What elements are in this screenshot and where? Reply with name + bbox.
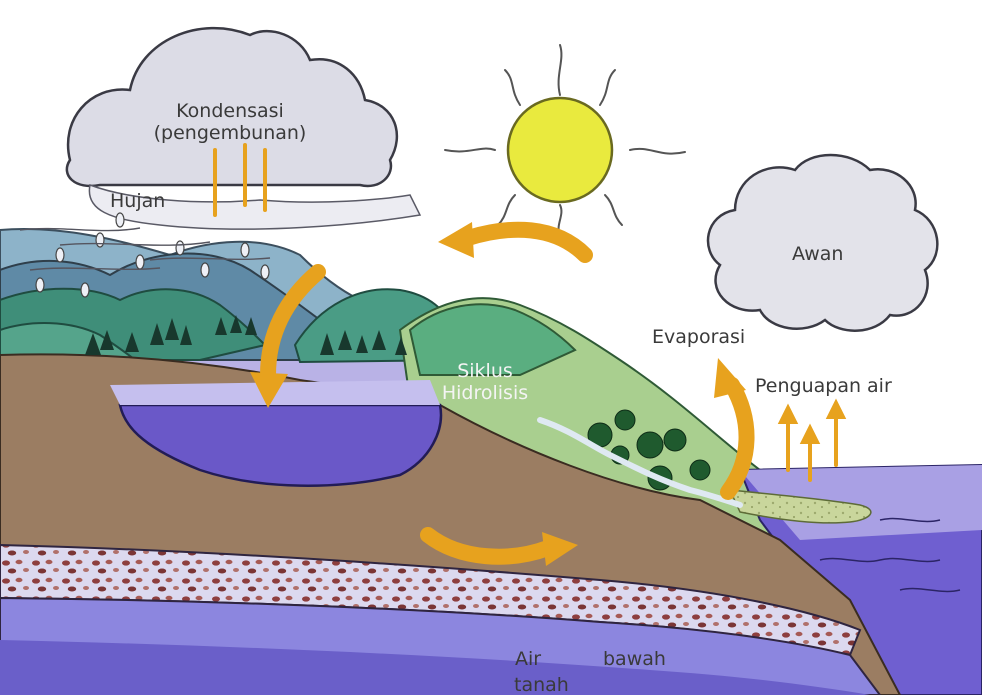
evaporation-label: Evaporasi [652,326,745,348]
groundwater-label-word3: tanah [514,674,569,695]
water-vapor-label: Penguapan air [755,375,892,397]
groundwater-label-word1: Air [515,648,541,670]
condensation-label: Kondensasi (pengembunan) [130,100,330,144]
condensation-label-line2: (pengembunan) [130,122,330,144]
condensation-label-line1: Kondensasi [130,100,330,122]
cycle-label-line1: Siklus [425,360,545,382]
groundwater-label-word2: bawah [603,648,666,670]
cycle-label-line2: Hidrolisis [425,382,545,404]
cloud-label: Awan [792,243,843,265]
cycle-label: Siklus Hidrolisis [425,360,545,404]
rain-label: Hujan [110,190,165,212]
